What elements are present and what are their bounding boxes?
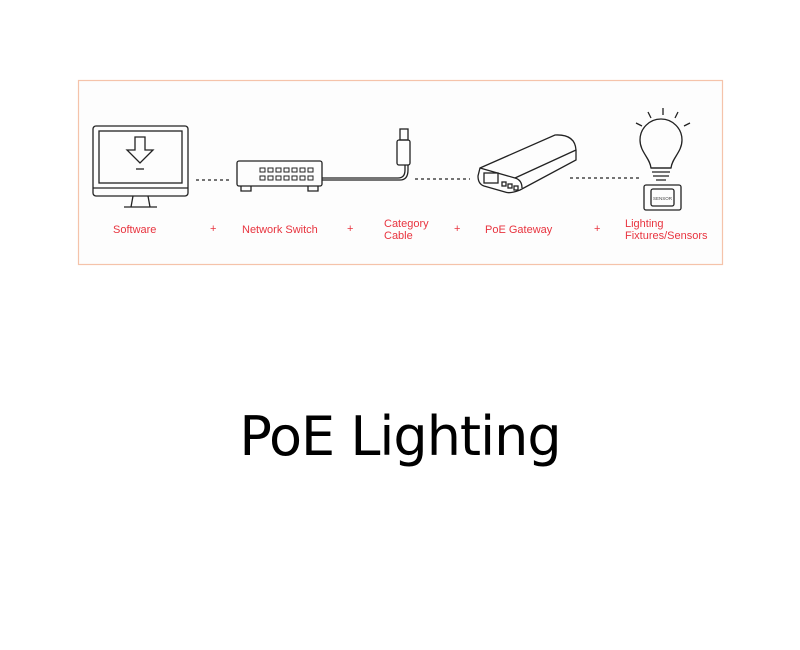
label-network-switch: Network Switch	[242, 224, 318, 236]
ethernet-cable-icon	[322, 128, 411, 181]
label-cable: Cable	[384, 230, 413, 242]
sensor-label: SENSOR	[653, 196, 673, 201]
diagram-frame	[77, 79, 724, 266]
plus-separator: +	[210, 223, 217, 235]
poe-gateway-icon	[477, 134, 577, 194]
label-software: Software	[113, 224, 157, 236]
plus-separator: +	[347, 223, 354, 235]
plus-separator: +	[454, 223, 461, 235]
plus-separator: +	[594, 223, 601, 235]
poe-diagram: SENSOR	[77, 79, 724, 266]
label-fixtures-sensors: Fixtures/Sensors	[625, 230, 708, 242]
network-switch-icon	[236, 160, 323, 192]
label-lighting: Lighting	[625, 218, 664, 230]
light-bulb-sensor-icon	[635, 108, 691, 211]
page-title: PoE Lighting	[239, 405, 561, 468]
label-poe-gateway: PoE Gateway	[485, 224, 553, 236]
label-category: Category	[384, 218, 429, 230]
monitor-download-icon	[92, 125, 189, 208]
